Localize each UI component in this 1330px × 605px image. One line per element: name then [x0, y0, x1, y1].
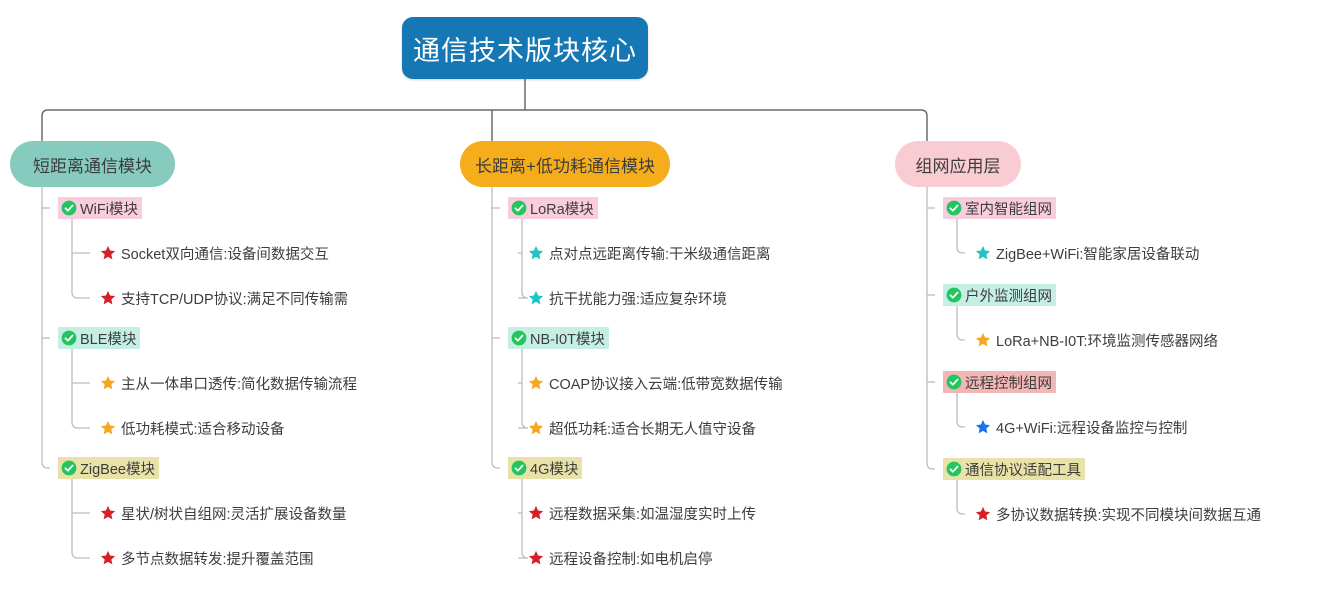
branch-node-label: 长距离+低功耗通信模块 [475, 156, 655, 176]
sub-node[interactable]: 室内智能组网 [943, 197, 1056, 219]
leaf-node-label: 低功耗模式:适合移动设备 [121, 421, 285, 438]
check-circle-icon [511, 460, 527, 476]
leaf-node-label: 远程设备控制:如电机启停 [549, 551, 713, 568]
branch-node-short-range[interactable]: 短距离通信模块 [10, 141, 175, 187]
star-icon [100, 505, 116, 520]
star-icon [528, 245, 544, 260]
leaf-node-label: 4G+WiFi:远程设备监控与控制 [996, 420, 1188, 437]
star-icon [975, 332, 991, 347]
star-icon [975, 419, 991, 434]
sub-node-label: NB-I0T模块 [530, 331, 605, 348]
star-icon [100, 375, 116, 390]
branch-node-label: 组网应用层 [915, 156, 1001, 176]
leaf-node[interactable]: 点对点远距离传输:干米级通信距离 [528, 242, 771, 264]
branch-node-long-range-lowpower[interactable]: 长距离+低功耗通信模块 [460, 141, 670, 187]
leaf-node-label: 星状/树状自组网:灵活扩展设备数量 [121, 506, 347, 523]
sub-node-label: 4G模块 [530, 461, 579, 478]
leaf-node-label: 多协议数据转换:实现不同模块间数据互通 [996, 507, 1262, 524]
check-circle-icon [61, 460, 77, 476]
star-icon [975, 506, 991, 521]
leaf-node-label: LoRa+NB-I0T:环境监测传感器网络 [996, 333, 1218, 350]
root-node-label: 通信技术版块核心 [413, 35, 637, 66]
sub-node-label: WiFi模块 [80, 201, 138, 218]
check-circle-icon [61, 330, 77, 346]
sub-node[interactable]: LoRa模块 [508, 197, 598, 219]
star-icon [100, 290, 116, 305]
leaf-node-label: Socket双向通信:设备间数据交互 [121, 246, 329, 263]
branch-node-label: 短距离通信模块 [33, 156, 152, 176]
check-circle-icon [511, 200, 527, 216]
sub-node-label: BLE模块 [80, 331, 137, 348]
leaf-node-label: 主从一体串口透传:简化数据传输流程 [121, 376, 358, 393]
sub-node-label: 远程控制组网 [965, 375, 1052, 392]
leaf-node[interactable]: 支持TCP/UDP协议:满足不同传输需 [100, 287, 348, 309]
check-circle-icon [946, 461, 962, 477]
sub-node[interactable]: BLE模块 [58, 327, 141, 349]
leaf-node[interactable]: Socket双向通信:设备间数据交互 [100, 242, 329, 264]
star-icon [528, 550, 544, 565]
sub-node-label: ZigBee模块 [80, 461, 155, 478]
sub-node[interactable]: 户外监测组网 [943, 284, 1056, 306]
sub-node[interactable]: NB-I0T模块 [508, 327, 609, 349]
leaf-node[interactable]: 超低功耗:适合长期无人值守设备 [528, 417, 756, 439]
leaf-node-label: 超低功耗:适合长期无人值守设备 [549, 421, 757, 438]
leaf-node[interactable]: 远程设备控制:如电机启停 [528, 547, 713, 569]
star-icon [100, 420, 116, 435]
star-icon [100, 550, 116, 565]
branch-node-networking-application[interactable]: 组网应用层 [895, 141, 1021, 187]
check-circle-icon [946, 374, 962, 390]
star-icon [528, 505, 544, 520]
sub-node-label: 户外监测组网 [965, 288, 1052, 305]
root-node[interactable]: 通信技术版块核心 [402, 17, 648, 79]
sub-node-label: 通信协议适配工具 [965, 462, 1081, 479]
leaf-node-label: 点对点远距离传输:干米级通信距离 [549, 246, 771, 263]
star-icon [528, 375, 544, 390]
star-icon [528, 420, 544, 435]
star-icon [975, 245, 991, 260]
leaf-node[interactable]: 低功耗模式:适合移动设备 [100, 417, 285, 439]
leaf-node-label: 多节点数据转发:提升覆盖范围 [121, 551, 314, 568]
leaf-node[interactable]: 多节点数据转发:提升覆盖范围 [100, 547, 314, 569]
leaf-node[interactable]: ZigBee+WiFi:智能家居设备联动 [975, 242, 1199, 264]
sub-node[interactable]: 远程控制组网 [943, 371, 1056, 393]
leaf-node[interactable]: COAP协议接入云端:低带宽数据传输 [528, 372, 783, 394]
leaf-node[interactable]: 4G+WiFi:远程设备监控与控制 [975, 416, 1187, 438]
leaf-node-label: ZigBee+WiFi:智能家居设备联动 [996, 246, 1200, 263]
star-icon [100, 245, 116, 260]
leaf-node[interactable]: 抗干扰能力强:适应复杂环境 [528, 287, 727, 309]
leaf-node-label: 支持TCP/UDP协议:满足不同传输需 [121, 291, 349, 308]
check-circle-icon [946, 287, 962, 303]
sub-node[interactable]: 通信协议适配工具 [943, 458, 1085, 480]
leaf-node[interactable]: 星状/树状自组网:灵活扩展设备数量 [100, 502, 347, 524]
leaf-node-label: COAP协议接入云端:低带宽数据传输 [549, 376, 783, 393]
check-circle-icon [61, 200, 77, 216]
star-icon [528, 290, 544, 305]
sub-node[interactable]: WiFi模块 [58, 197, 142, 219]
leaf-node[interactable]: 多协议数据转换:实现不同模块间数据互通 [975, 503, 1261, 525]
leaf-node[interactable]: 远程数据采集:如温湿度实时上传 [528, 502, 756, 524]
check-circle-icon [946, 200, 962, 216]
sub-node[interactable]: 4G模块 [508, 457, 583, 479]
sub-node-label: LoRa模块 [530, 201, 594, 218]
sub-node-label: 室内智能组网 [965, 201, 1052, 218]
leaf-node-label: 抗干扰能力强:适应复杂环境 [549, 291, 728, 308]
sub-node[interactable]: ZigBee模块 [58, 457, 159, 479]
leaf-node[interactable]: 主从一体串口透传:简化数据传输流程 [100, 372, 357, 394]
check-circle-icon [511, 330, 527, 346]
leaf-node[interactable]: LoRa+NB-I0T:环境监测传感器网络 [975, 329, 1218, 351]
leaf-node-label: 远程数据采集:如温湿度实时上传 [549, 506, 757, 523]
